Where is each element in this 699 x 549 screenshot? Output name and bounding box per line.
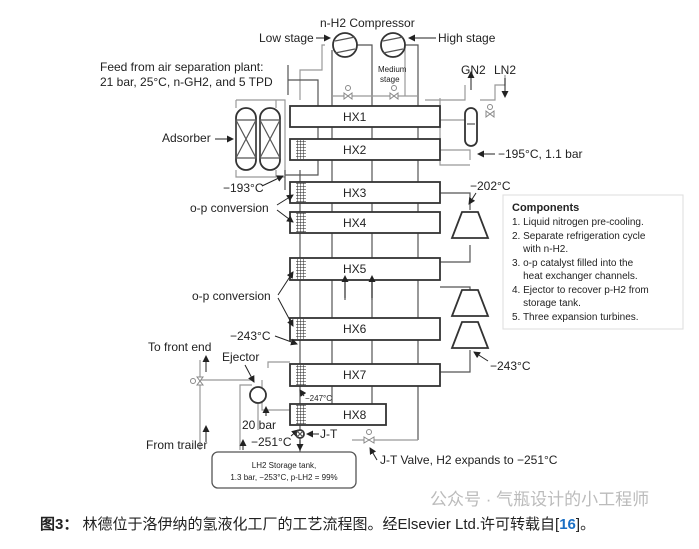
lh2-storage-tank: LH2 Storage tank, 1.3 bar, −253°C, p-LH2… — [211, 451, 357, 489]
heat-exchanger-hx4: HX4 — [289, 211, 441, 234]
figure-caption: 图3： 林德位于洛伊纳的氢液化工厂的工艺流程图。经Elsevier Ltd.许可… — [40, 516, 595, 534]
svg-text:Components: Components — [512, 202, 579, 214]
ejector — [249, 386, 267, 404]
heat-exchanger-hx5: HX5 — [289, 257, 441, 281]
temp-195-label: −195°C, 1.1 bar — [498, 147, 583, 161]
feed-label-2: 21 bar, 25°C, n-GH2, and 5 TPD — [100, 75, 273, 89]
expansion-turbine-2 — [450, 289, 490, 317]
valve-icon — [389, 85, 399, 100]
medium-stage-label-1: Medium — [378, 65, 407, 74]
reference-link[interactable]: 16 — [559, 516, 576, 533]
adsorber-vessels — [235, 107, 281, 171]
feed-label-1: Feed from air separation plant: — [100, 60, 263, 74]
svg-text:HX2: HX2 — [343, 143, 367, 157]
svg-text:2. Separate refrigeration cycl: 2. Separate refrigeration cycle — [512, 231, 646, 242]
caption-end: ]。 — [575, 516, 596, 533]
ln2-separator-vessel — [464, 107, 478, 147]
op-conversion-label-1: o-p conversion — [190, 201, 269, 215]
heat-exchanger-hx7: HX7 — [289, 363, 441, 387]
heat-exchanger-hx3: HX3 — [289, 181, 441, 204]
expansion-turbine-3 — [450, 321, 490, 349]
jt-valve-icon — [363, 429, 375, 444]
temp-193-label: −193°C — [223, 181, 264, 195]
svg-text:HX5: HX5 — [343, 262, 367, 276]
valve-icon — [485, 104, 495, 118]
20-bar-label: 20 bar — [242, 418, 276, 432]
high-stage-label: High stage — [438, 31, 496, 45]
svg-text:1.3 bar, −253°C, p-LH2 = 99%: 1.3 bar, −253°C, p-LH2 = 99% — [230, 473, 337, 482]
svg-text:HX7: HX7 — [343, 368, 367, 382]
temp-247-label: −247°C — [305, 394, 332, 403]
compressor-high-stage — [380, 32, 406, 58]
svg-text:heat exchanger channels.: heat exchanger channels. — [512, 271, 638, 282]
caption-text: 林德位于洛伊纳的氢液化工厂的工艺流程图。经Elsevier Ltd.许可转载自[ — [78, 516, 560, 533]
valve-icon — [343, 85, 353, 100]
jt-expansion-icon — [295, 429, 305, 439]
medium-stage-label-2: stage — [380, 75, 400, 84]
svg-text:3. o-p catalyst filled into th: 3. o-p catalyst filled into the — [512, 258, 634, 269]
temp-243-right-label: −243°C — [490, 359, 531, 373]
to-front-end-label: To front end — [148, 340, 211, 354]
jt-valve-label: J-T Valve, H2 expands to −251°C — [380, 453, 558, 467]
figure-label: 图3： — [40, 516, 79, 533]
ejector-label: Ejector — [222, 350, 259, 364]
svg-text:LH2 Storage tank,: LH2 Storage tank, — [252, 461, 316, 470]
compressor-title: n-H2 Compressor — [320, 16, 415, 30]
components-legend: Components 1. Liquid nitrogen pre-coolin… — [502, 194, 684, 330]
svg-text:HX3: HX3 — [343, 186, 367, 200]
jt-label: J-T — [320, 427, 338, 441]
svg-text:4. Ejector to recover p-H2 fro: 4. Ejector to recover p-H2 from — [512, 285, 649, 296]
svg-text:HX8: HX8 — [343, 408, 367, 422]
temp-202-label: −202°C — [470, 179, 511, 193]
low-stage-label: Low stage — [259, 31, 314, 45]
ln2-label: LN2 — [494, 63, 516, 77]
svg-text:storage tank.: storage tank. — [512, 298, 581, 309]
front-end-valve-icon — [190, 376, 204, 386]
compressor-low-stage — [332, 32, 358, 58]
watermark: 公众号 · 气瓶设计的小工程师 — [430, 490, 650, 509]
temp-251-label: −251°C — [251, 435, 292, 449]
svg-text:with n-H2.: with n-H2. — [512, 244, 568, 255]
op-conversion-label-2: o-p conversion — [192, 289, 271, 303]
heat-exchanger-hx8: HX8 — [289, 403, 387, 426]
svg-text:5. Three expansion turbines.: 5. Three expansion turbines. — [512, 312, 639, 323]
heat-exchanger-hx1: HX1 — [289, 105, 441, 128]
svg-text:HX6: HX6 — [343, 322, 367, 336]
heat-exchanger-hx6: HX6 — [289, 317, 441, 341]
heat-exchanger-hx2: HX2 — [289, 138, 441, 161]
adsorber-label: Adsorber — [162, 131, 211, 145]
gn2-label: GN2 — [461, 63, 486, 77]
piping — [199, 44, 506, 452]
from-trailer-label: From trailer — [146, 438, 207, 452]
svg-text:1. Liquid nitrogen pre-cooling: 1. Liquid nitrogen pre-cooling. — [512, 217, 644, 228]
temp-243-left-label: −243°C — [230, 329, 271, 343]
svg-text:HX4: HX4 — [343, 216, 367, 230]
expansion-turbine-1 — [450, 211, 490, 239]
svg-text:HX1: HX1 — [343, 110, 367, 124]
